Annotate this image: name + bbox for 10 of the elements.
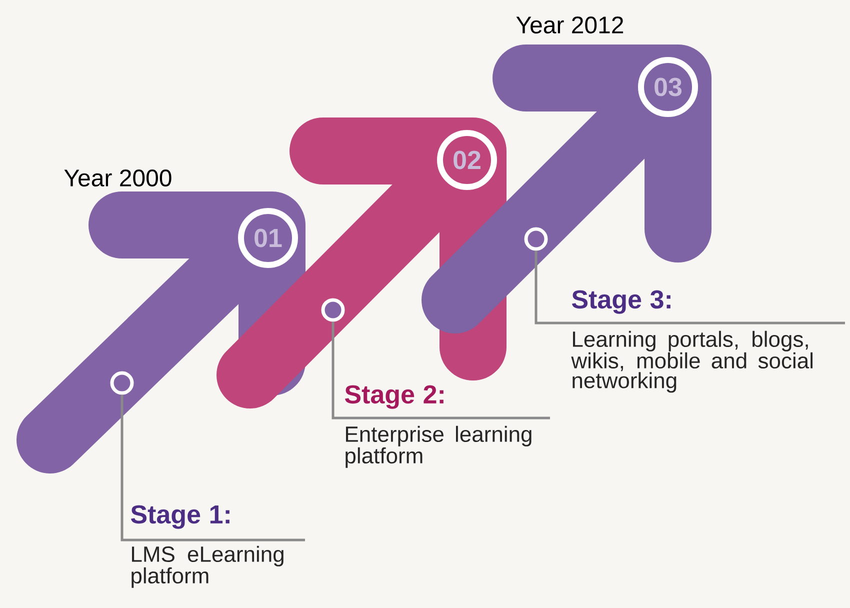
stage-text: Stage 2: Enterprise learning platform: [344, 385, 532, 468]
target-marker: [110, 371, 134, 395]
target-marker: [524, 227, 548, 251]
target-marker: [321, 298, 345, 322]
leader-line: [332, 322, 550, 420]
leader-line: [120, 394, 305, 542]
stage-text: Stage 1: LMS eLearning platform: [130, 505, 284, 588]
year-label: Year 2000: [64, 170, 172, 186]
year-label: Year 2012: [516, 16, 624, 34]
stage-text: Stage 3: Learning portals, blogs, wikis, mobile and social networking: [571, 290, 813, 393]
